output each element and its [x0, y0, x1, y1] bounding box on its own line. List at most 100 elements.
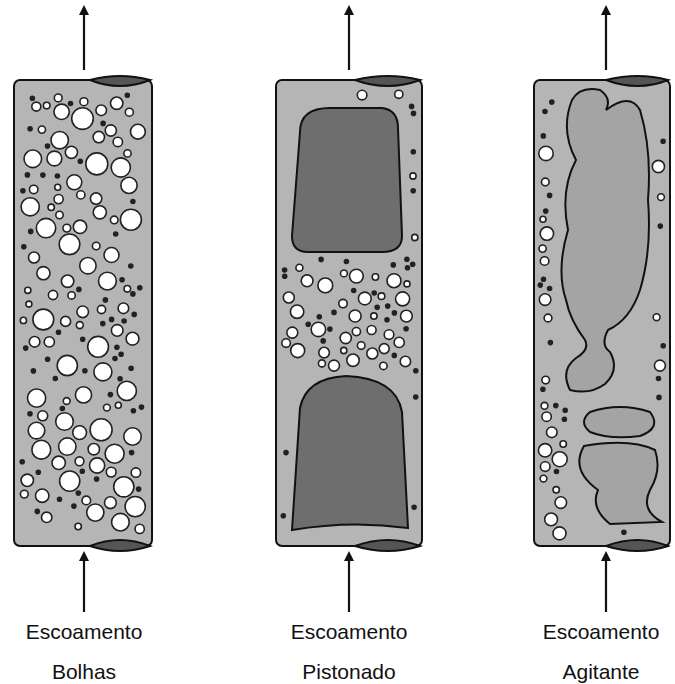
bubble — [120, 278, 124, 282]
bubble — [311, 322, 325, 336]
bubble — [540, 257, 549, 266]
bubble — [60, 471, 80, 491]
bubble — [544, 209, 548, 213]
bubble — [544, 314, 552, 322]
bubble — [21, 189, 25, 193]
bubble — [296, 264, 303, 271]
bubble — [321, 339, 325, 343]
bubble — [560, 441, 566, 447]
bubble — [44, 337, 54, 347]
bubble — [414, 369, 418, 373]
bubble — [352, 328, 360, 336]
bubble — [83, 369, 87, 373]
bubble — [410, 173, 416, 179]
bubble — [61, 275, 73, 287]
bubble — [25, 287, 31, 293]
bubble — [92, 242, 100, 250]
bubble — [118, 303, 129, 314]
bubble — [412, 234, 418, 240]
gas-slugs — [292, 108, 408, 530]
flow-label: Escoamento Agitante — [531, 612, 671, 684]
bubble — [24, 150, 42, 168]
bubble — [53, 377, 57, 381]
bubble — [48, 290, 57, 299]
bubble — [55, 174, 59, 178]
bubble — [30, 96, 34, 100]
bubble — [545, 513, 558, 526]
bubble — [379, 344, 389, 354]
bubble — [21, 198, 39, 216]
bubble — [31, 369, 35, 373]
bubble — [80, 98, 88, 106]
bubble — [46, 144, 50, 148]
bubble — [548, 287, 552, 291]
bubble — [58, 497, 62, 501]
bubble — [108, 393, 112, 397]
bubble — [394, 337, 404, 347]
bubble — [341, 270, 348, 277]
bubble — [55, 184, 61, 190]
bubble — [120, 209, 141, 230]
bubble — [90, 419, 112, 441]
bubble — [33, 309, 54, 330]
bubble — [392, 311, 396, 315]
bubble — [87, 504, 104, 521]
bubble — [63, 398, 70, 405]
bubble — [378, 293, 385, 300]
bubble — [52, 456, 65, 469]
bubble — [291, 344, 305, 358]
bubble — [652, 160, 664, 172]
bubble — [75, 457, 84, 466]
bubble — [77, 306, 89, 318]
bubble — [47, 151, 62, 166]
bubble — [562, 417, 566, 421]
bubble — [384, 330, 394, 340]
bubble — [281, 514, 285, 518]
bubble — [56, 211, 63, 218]
bubble — [131, 468, 140, 477]
bubble — [548, 193, 552, 197]
bubble — [290, 305, 303, 318]
bubble — [80, 258, 96, 274]
bubble — [32, 102, 41, 111]
bubble — [661, 139, 665, 143]
bubble — [132, 312, 136, 316]
bubble — [54, 195, 63, 204]
bubble — [658, 224, 662, 228]
bubble — [540, 216, 546, 222]
bubble — [103, 298, 107, 302]
bubble — [76, 491, 80, 495]
bubble — [137, 487, 141, 491]
bubble — [406, 266, 410, 270]
bubble — [111, 325, 123, 337]
bubble — [555, 497, 567, 509]
bubble — [542, 412, 551, 421]
bubble — [81, 337, 85, 341]
bubble — [56, 413, 74, 431]
bubble — [357, 90, 367, 100]
bubble — [118, 377, 122, 381]
bubble — [38, 126, 45, 133]
bubble — [59, 438, 76, 455]
bubble — [539, 245, 546, 252]
bubble — [90, 458, 105, 473]
bubble — [20, 317, 26, 323]
bubble — [119, 352, 123, 356]
bubble — [63, 224, 71, 232]
bubble — [68, 292, 75, 299]
bubble — [111, 158, 130, 177]
bubble — [339, 299, 347, 307]
bubble — [283, 274, 287, 278]
bubble — [386, 304, 390, 308]
bubble — [125, 497, 145, 517]
bubble — [26, 301, 32, 307]
bubble — [367, 348, 378, 359]
bubble — [372, 274, 378, 280]
bubble — [54, 94, 62, 102]
bubble — [76, 322, 83, 329]
bubble — [404, 281, 410, 287]
bubble — [115, 345, 119, 349]
bubble — [542, 178, 550, 186]
bubble — [24, 346, 28, 350]
